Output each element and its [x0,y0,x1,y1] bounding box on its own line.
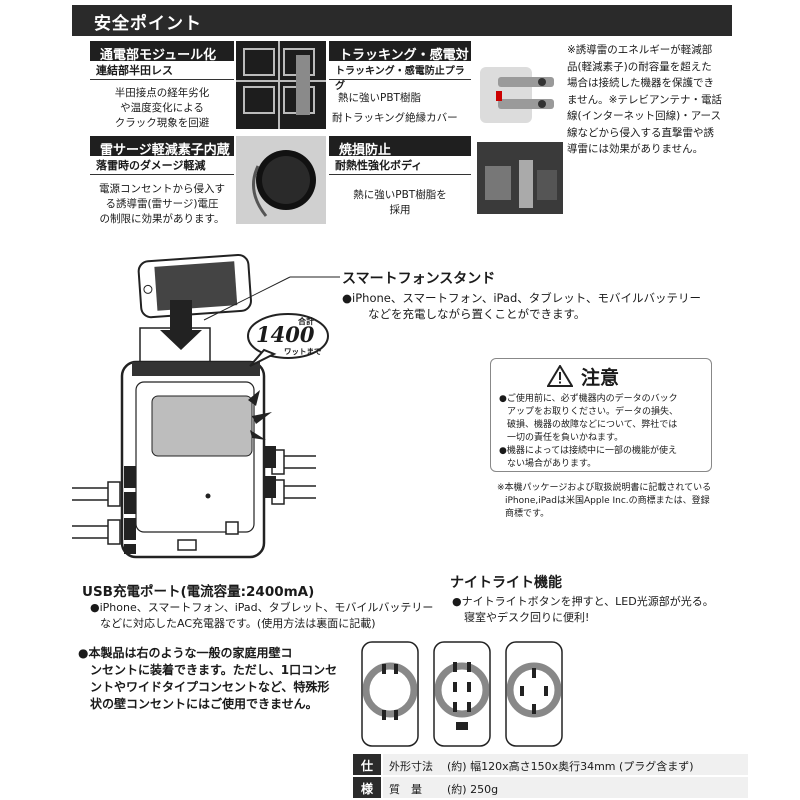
panel-sub-burn: 耐熱性強化ボディ [329,157,471,175]
panel-sub-surge: 落雷時のダメージ軽減 [90,157,234,175]
surge-element-image [236,136,326,224]
varistor-icon [252,150,316,217]
speech-bubble-icon [247,313,329,367]
panel-body-module: 半田接点の経年劣化 や温度変化による クラック現象を回避 [114,87,210,129]
stand-desc: ●iPhone、スマートフォン、iPad、タブレット、モバイルバッテリー などを… [342,291,702,321]
spec-value: (約) 250g [447,783,499,796]
badge-number: 1400 [256,322,315,347]
spec-key: 外形寸法 [389,760,433,773]
module-board-image [236,41,326,129]
product-illustration [60,250,350,580]
panel-sub-module: 連結部半田レス [90,62,234,80]
plug-icon [480,67,554,123]
warning-title: 注意 [581,367,620,389]
night-desc: ●ナイトライトボタンを押すと、LED光源部が光る。 寝室やデスク回りに便利! [452,595,714,624]
panel-body-burn: 熱に強いPBT樹脂を 採用 [353,189,447,216]
circuit-icon [236,41,326,129]
callout-pbt: 熱に強いPBT樹脂 [338,92,421,104]
panel-title-surge: 雷サージ軽減素子内蔵 [90,136,234,158]
wattage-badge: 合計 1400 ワットまで [238,310,332,368]
plug-image [478,65,563,125]
wall-note: ●本製品は右のような一般の家庭用壁コ ンセントに装着できます。ただし、1口コンセ… [78,646,338,711]
surge-note: ※誘導雷のエネルギーが軽減部 品(軽減素子)の耐容量を超えた 場合は接続した機器… [567,44,723,155]
panel-body-surge: 電源コンセントから侵入す る誘導雷(雷サージ)電圧 の制限に効果があります。 [99,183,225,225]
spec-value: (約) 幅120x高さ150x奥行34mm (プラグ含まず) [447,760,694,773]
panel-title-module: 通電部モジュール化 [90,41,234,63]
outlet-icons [361,641,563,747]
trademark-note: ※本機パッケージおよび取扱説明書に記載されている iPhone,iPadは米国A… [497,483,712,519]
warning-icon [547,365,573,387]
spec-row: 質 量 (約) 250g [383,777,748,798]
stand-title: スマートフォンスタンド [342,271,496,287]
usb-title: USB充電ポート(電流容量:2400mA) [82,584,315,600]
badge-top: 合計 [298,317,314,326]
wall-outlets-image [356,638,566,748]
section-header: 安全ポイント [72,5,732,36]
section-title: 安全ポイント [94,14,202,34]
warning-text: ●ご使用前に、必ず機器内のデータのバック アップをお取りください。データの損失、… [499,394,679,469]
body-inner-image [475,140,565,216]
badge-unit: ワットまで [284,347,322,356]
spec-label-top: 仕 [353,754,381,775]
spec-row: 外形寸法 (約) 幅120x高さ150x奥行34mm (プラグ含まず) [383,754,748,775]
night-title: ナイトライト機能 [450,575,562,591]
usb-desc: ●iPhone、スマートフォン、iPad、タブレット、モバイルバッテリー などに… [90,601,434,630]
spec-key: 質 量 [389,783,422,796]
callout-insulation: 耐トラッキング絶縁カバー [332,112,458,124]
warning-box: 注意 ●ご使用前に、必ず機器内のデータのバック アップをお取りください。データの… [490,358,712,472]
power-tap-icon [72,253,340,559]
panel-title-tracking: トラッキング・感電対策 [329,41,471,82]
panel-title-burn: 焼損防止 [329,136,471,158]
spec-table: 仕 様 外形寸法 (約) 幅120x高さ150x奥行34mm (プラグ含まず) … [353,754,748,798]
panel-sub-tracking: トラッキング・感電防止プラグ [329,62,471,92]
spec-label-bottom: 様 [353,777,381,798]
housing-icon [477,142,563,214]
